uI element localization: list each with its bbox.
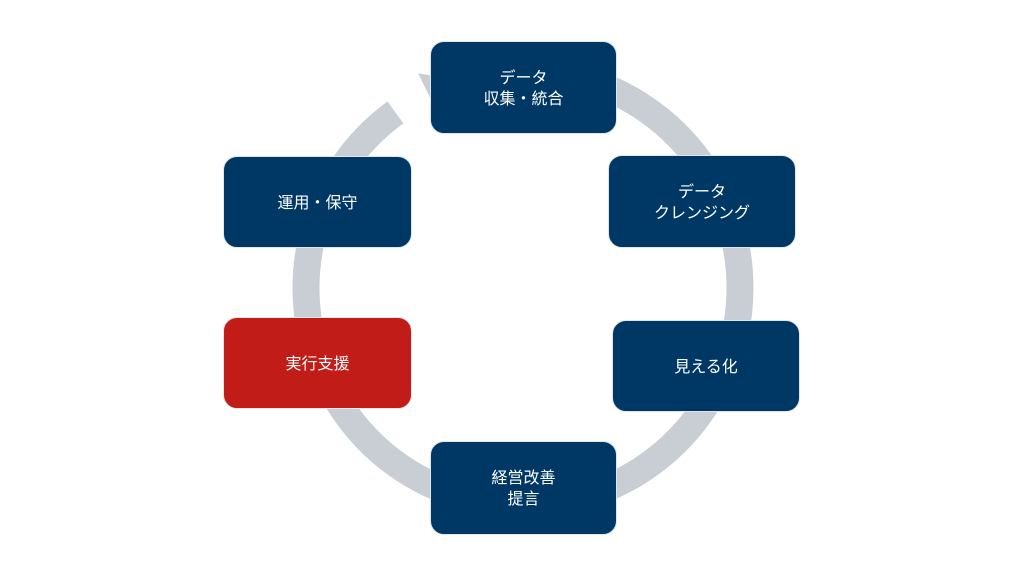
- step-data-cleansing: データ クレンジング: [608, 155, 796, 248]
- step-label: 実行支援: [285, 353, 350, 373]
- step-label: 見える化: [674, 356, 738, 376]
- step-label: 経営改善 提言: [491, 468, 556, 508]
- step-visualization: 見える化: [612, 320, 800, 412]
- step-data-collection: データ 収集・統合: [430, 41, 617, 134]
- step-operation-maintenance: 運用・保守: [223, 156, 412, 248]
- step-label: データ 収集・統合: [483, 67, 564, 108]
- step-execution-support: 実行支援: [223, 317, 412, 409]
- step-management-proposal: 経営改善 提言: [430, 441, 617, 535]
- step-label: 運用・保守: [277, 192, 358, 212]
- cycle-ring-arc: [292, 57, 754, 519]
- step-label: データ クレンジング: [653, 181, 750, 222]
